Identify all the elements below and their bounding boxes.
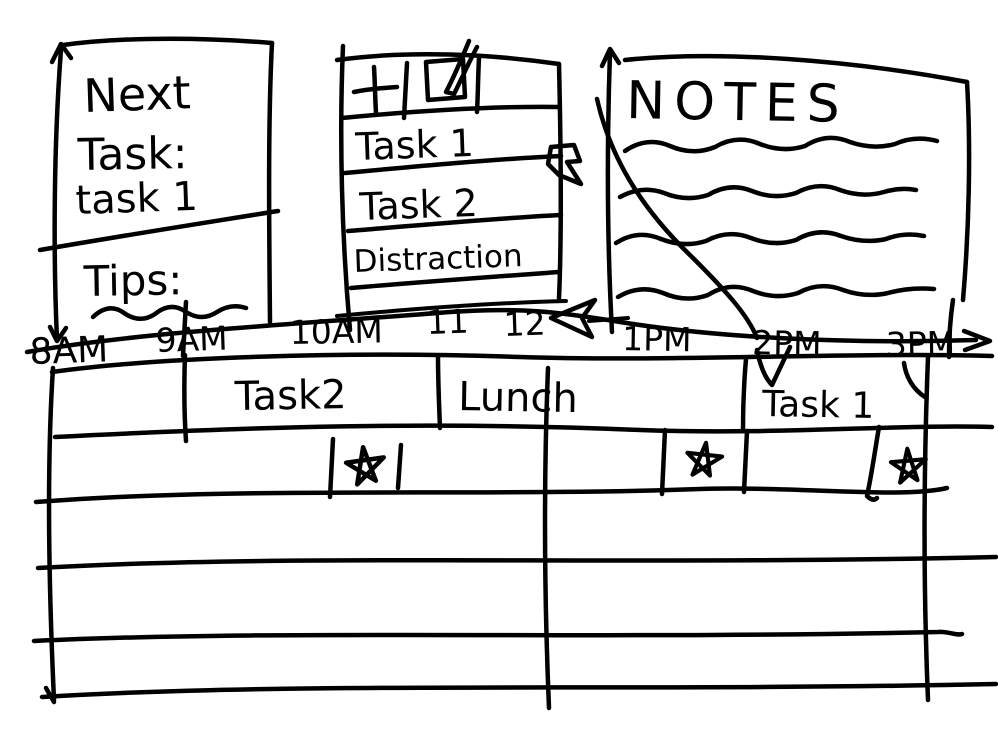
task-row-2[interactable]: Task 2 — [345, 181, 564, 234]
blocks-row-top-line — [49, 352, 995, 375]
drag-annotation-arrow — [594, 96, 793, 388]
star-row-bottom-line — [33, 485, 950, 505]
star-icon — [888, 446, 928, 485]
next-task-value: task 1 — [75, 174, 199, 224]
event-block-label: Task2 — [233, 372, 347, 420]
marker-left-tick — [659, 427, 668, 497]
event-block-right-edge — [435, 354, 443, 431]
hour-label-9am: 9AM — [155, 319, 228, 360]
event-block-task1[interactable]: Task 1 — [761, 360, 928, 427]
grid-row-line — [31, 629, 965, 644]
blocks-row-bottom-line — [52, 423, 995, 440]
marker-left-tick — [864, 424, 882, 502]
notes-panel[interactable]: NOTES — [599, 46, 972, 335]
schedule-grid: Task2 Lunch Task 1 — [31, 352, 998, 711]
notes-text-placeholder-line — [622, 135, 940, 154]
task-row-1[interactable]: Task 1 — [342, 121, 564, 176]
notes-text-placeholder-line — [617, 183, 919, 201]
notes-left-border — [605, 49, 615, 335]
hour-label-10am: 10AM — [289, 311, 383, 352]
task-list-left-border — [338, 43, 353, 333]
task-row-label: Distraction — [353, 238, 523, 280]
pencil-icon — [443, 38, 480, 97]
event-block-lunch[interactable]: Lunch — [458, 356, 749, 433]
next-task-label-line1: Next — [82, 65, 191, 123]
star-marker-2[interactable] — [659, 427, 750, 497]
right-gridline-vertical — [922, 354, 931, 703]
right-arrow-icon — [961, 328, 993, 353]
noon-pointer-tail-short — [587, 316, 630, 323]
tips-label: Tips: — [82, 255, 183, 306]
hour-label-3pm: 3PM — [885, 324, 955, 364]
notes-top-border — [622, 53, 970, 85]
add-task-button[interactable] — [351, 64, 400, 116]
edit-task-button[interactable] — [423, 38, 480, 103]
star-marker-3[interactable] — [864, 424, 928, 502]
pencil-edit-icon — [423, 56, 468, 103]
next-task-panel-top-border — [60, 36, 275, 48]
plus-icon — [351, 64, 400, 116]
task-row-label: Task 1 — [354, 121, 475, 169]
toolbar-divider-2 — [474, 55, 482, 115]
star-icon — [685, 440, 725, 478]
down-arrow-icon — [47, 324, 69, 344]
grid-row-line — [39, 681, 998, 700]
cursor-icon — [545, 142, 584, 187]
task-list-top-border — [334, 51, 562, 67]
event-block-task2[interactable]: Task2 — [182, 352, 443, 444]
noon-pointer-tail-long — [335, 299, 568, 318]
next-task-panel: Next Task: task 1 Tips: — [37, 36, 281, 344]
task-row-divider — [345, 212, 564, 234]
grid-row-line — [35, 554, 998, 571]
event-block-left-edge — [182, 352, 189, 444]
noon-gridline-vertical — [542, 365, 552, 711]
notes-text-placeholder-line — [615, 283, 937, 301]
marker-right-tick — [741, 428, 750, 495]
hour-label-1pm: 1PM — [622, 319, 692, 359]
down-arrowhead-icon — [754, 344, 793, 388]
marker-right-tick — [395, 442, 404, 491]
tick-9am — [180, 299, 189, 359]
up-arrow-icon — [599, 46, 622, 69]
left-arrowhead-icon — [548, 297, 598, 340]
task-row-3[interactable]: Distraction — [353, 238, 523, 280]
drag-arrow-curve — [594, 96, 760, 341]
star-marker-1[interactable] — [327, 436, 404, 500]
task-list-right-border — [556, 61, 564, 301]
star-icon — [343, 444, 386, 487]
event-block-label: Lunch — [458, 374, 578, 422]
task-list-panel: Task 1 Task 2 Distraction — [334, 38, 584, 333]
next-task-panel-right-border — [266, 40, 275, 325]
toolbar-bottom-line — [339, 104, 562, 121]
notes-title: NOTES — [626, 71, 849, 135]
hour-label-12: 12 — [503, 304, 546, 344]
tick-3pm — [946, 297, 956, 360]
next-task-divider — [37, 208, 281, 253]
next-task-panel-left-border — [52, 47, 64, 343]
event-block-right-edge — [740, 356, 749, 433]
marker-left-tick — [327, 436, 336, 500]
noon-pointer-arrow — [335, 297, 630, 340]
event-block-label: Task 1 — [761, 384, 875, 427]
task-row-divider — [342, 153, 564, 176]
notes-right-border — [960, 79, 972, 303]
task-list-bottom-border — [348, 269, 562, 291]
event-block-right-edge — [901, 360, 928, 400]
toolbar-divider — [401, 60, 410, 121]
tips-placeholder-squiggle — [90, 303, 249, 321]
timeline-line — [24, 307, 979, 355]
grid-left-border — [46, 365, 57, 703]
next-task-label-line2: Task: — [76, 128, 188, 181]
notes-text-placeholder-line — [613, 230, 927, 247]
